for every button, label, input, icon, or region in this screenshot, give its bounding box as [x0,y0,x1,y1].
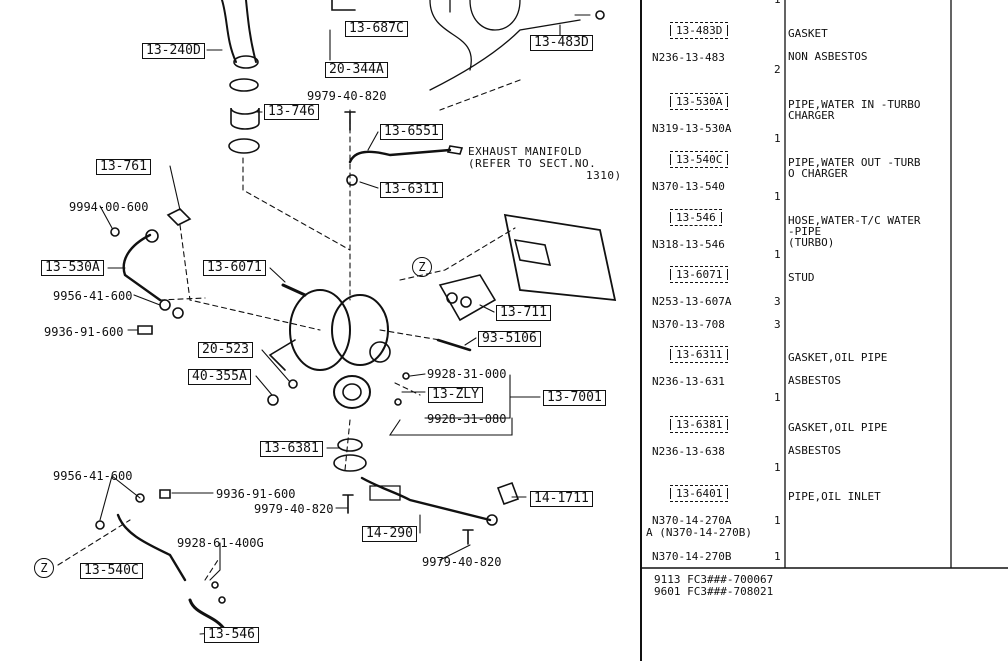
service-number: N370-13-708 [652,318,725,331]
z-marker-lower: Z [34,558,54,578]
part-description: -PIPE [788,225,822,238]
callout-13-546: 13-546 [204,627,259,643]
part-description: NON ASBESTOS [788,50,868,63]
callout-13-530a: 13-530A [41,260,104,276]
callout-9979-40-820: 9979-40-820 [307,89,387,103]
callout-13-746: 13-746 [264,104,319,120]
part-description: PIPE,WATER OUT -TURB [788,156,921,169]
part-description: ASBESTOS [788,444,841,457]
callout-13-6071: 13-6071 [203,260,266,276]
callout-9994-00-600: 9994-00-600 [69,200,149,214]
callout-13-6381: 13-6381 [260,441,323,457]
part-description: CHARGER [788,109,835,122]
part-description: STUD [788,271,815,284]
callout-13-6311: 13-6311 [380,182,443,198]
callout-13-7001: 13-7001 [543,390,606,406]
service-number: N370-13-540 [652,180,725,193]
service-number: N319-13-530A [652,122,732,135]
table-grid [642,0,1008,569]
callout-9979-40-820: 9979-40-820 [254,502,334,516]
service-number: N253-13-607A [652,295,732,308]
callout-13-6551: 13-6551 [380,124,443,140]
part-description: GASKET [788,27,828,40]
quantity: 1 [774,391,781,404]
part-description: ASBESTOS [788,374,841,387]
footer-line-2: 9601 FC3###-708021 [654,585,774,598]
service-number: N236-13-638 [652,445,725,458]
callout-14-290: 14-290 [362,526,417,542]
callout-13-483d: 13-483D [530,35,593,51]
part-number-box: 13-530A [670,93,729,110]
part-number-box: 13-546 [670,209,722,226]
callout-13-240d: 13-240D [142,43,205,59]
service-number: N370-14-270A [652,514,732,527]
diagram-artwork [57,0,617,635]
quantity: 1 [774,461,781,474]
top-quantity: 1 [774,0,781,6]
quantity: 1 [774,550,781,563]
callout-13-761: 13-761 [96,159,151,175]
callout-14-1711: 14-1711 [530,491,593,507]
parts-table: 1 13-483D N236-13-483 2 GASKET NON ASBESTOS 1… [640,0,1008,661]
callout-9928-31-080: 9928-31-080 [427,412,507,426]
callout-20-523: 20-523 [198,342,253,358]
service-number: A (N370-14-270B) [646,526,752,539]
service-number: N318-13-546 [652,238,725,251]
part-description: (TURBO) [788,236,835,249]
callout-9928-31-000: 9928-31-000 [427,367,507,381]
part-number-box: 13-483D [670,22,729,39]
callout-9936-91-600: 9936-91-600 [44,325,124,339]
part-number-box: 13-6071 [670,266,729,283]
callout-20-344a: 20-344A [325,62,388,78]
part-description: PIPE,WATER IN -TURBO [788,98,921,111]
part-description: PIPE,OIL INLET [788,490,881,503]
callout-13-540c: 13-540C [80,563,143,579]
part-description: O CHARGER [788,167,848,180]
callout-9936-91-600: 9936-91-600 [216,487,296,501]
part-number-box: 13-6311 [670,346,729,363]
part-description: GASKET,OIL PIPE [788,351,888,364]
callout-9956-41-600: 9956-41-600 [53,289,133,303]
callout-40-355a: 40-355A [188,369,251,385]
quantity: 2 [774,63,781,76]
part-number-box: 13-6401 [670,485,729,502]
part-description: GASKET,OIL PIPE [788,421,888,434]
callout-93-5106: 93-5106 [478,331,541,347]
quantity: 1 [774,248,781,261]
part-number-box: 13-540C [670,151,729,168]
quantity: 3 [774,318,781,331]
service-number: N370-14-270B [652,550,732,563]
callout-9956-41-600: 9956-41-600 [53,469,133,483]
footer-line-1: 9113 FC3###-700067 [654,573,774,586]
exhaust-manifold-note: EXHAUST MANIFOLD (REFER TO SECT.NO. 1310… [468,145,622,182]
callout-13-zly: 13-ZLY [428,387,483,403]
quantity: 3 [774,295,781,308]
callout-13-687c: 13-687C [345,21,408,37]
callout-9979-40-820: 9979-40-820 [422,555,502,569]
callout-9928-61-400g: 9928-61-400G [177,536,264,550]
part-number-box: 13-6381 [670,416,729,433]
z-marker-upper: Z [412,257,432,277]
quantity: 1 [774,514,781,527]
service-number: N236-13-631 [652,375,725,388]
quantity: 1 [774,190,781,203]
callout-13-711: 13-711 [496,305,551,321]
part-description: HOSE,WATER-T/C WATER [788,214,921,227]
quantity: 1 [774,132,781,145]
service-number: N236-13-483 [652,51,725,64]
